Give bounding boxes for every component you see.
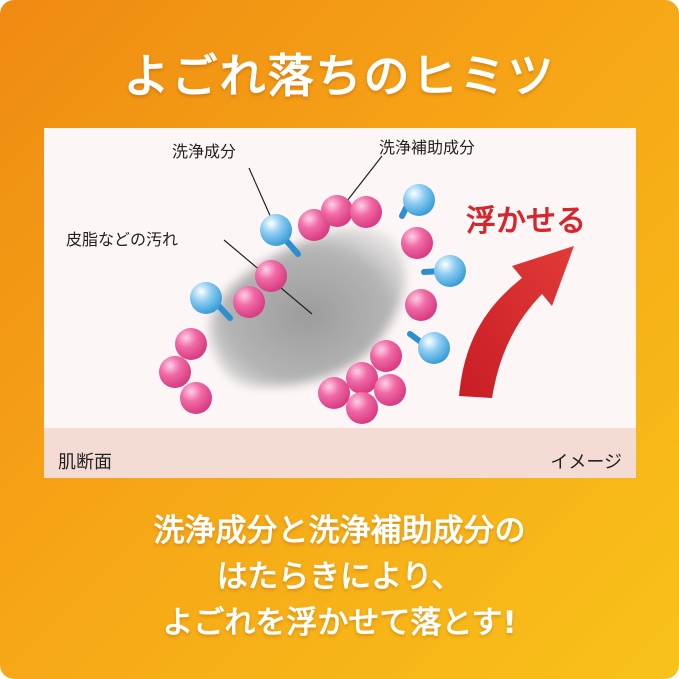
caption-line-2: はたらきにより、 [216,559,463,595]
label-dirt: 皮脂などの汚れ [66,230,179,249]
label-lift: 浮かせる [466,204,586,239]
label-auxiliary: 洗浄補助成分 [379,138,476,157]
diagram-panel: 洗浄成分 洗浄補助成分 皮脂などの汚れ 浮かせる 肌断面 イメージ [44,128,636,478]
label-skin: 肌断面 [58,452,112,473]
caption: 洗浄成分と洗浄補助成分の はたらきにより、 よごれを浮かせて落とす! [0,508,679,646]
label-cleansing: 洗浄成分 [172,142,237,161]
caption-line-1: 洗浄成分と洗浄補助成分の [153,513,526,549]
leader-auxiliary [346,155,383,202]
page-title: よごれ落ちのヒミツ [123,49,556,103]
leader-cleansing [248,167,273,221]
diagram-illustration [159,155,574,424]
caption-line-3: よごれを浮かせて落とす! [162,605,517,641]
label-image: イメージ [550,452,622,473]
pink-particles [159,195,437,424]
skin-layer [44,428,636,478]
lift-arrow [459,246,574,398]
blue-particles [190,184,466,364]
